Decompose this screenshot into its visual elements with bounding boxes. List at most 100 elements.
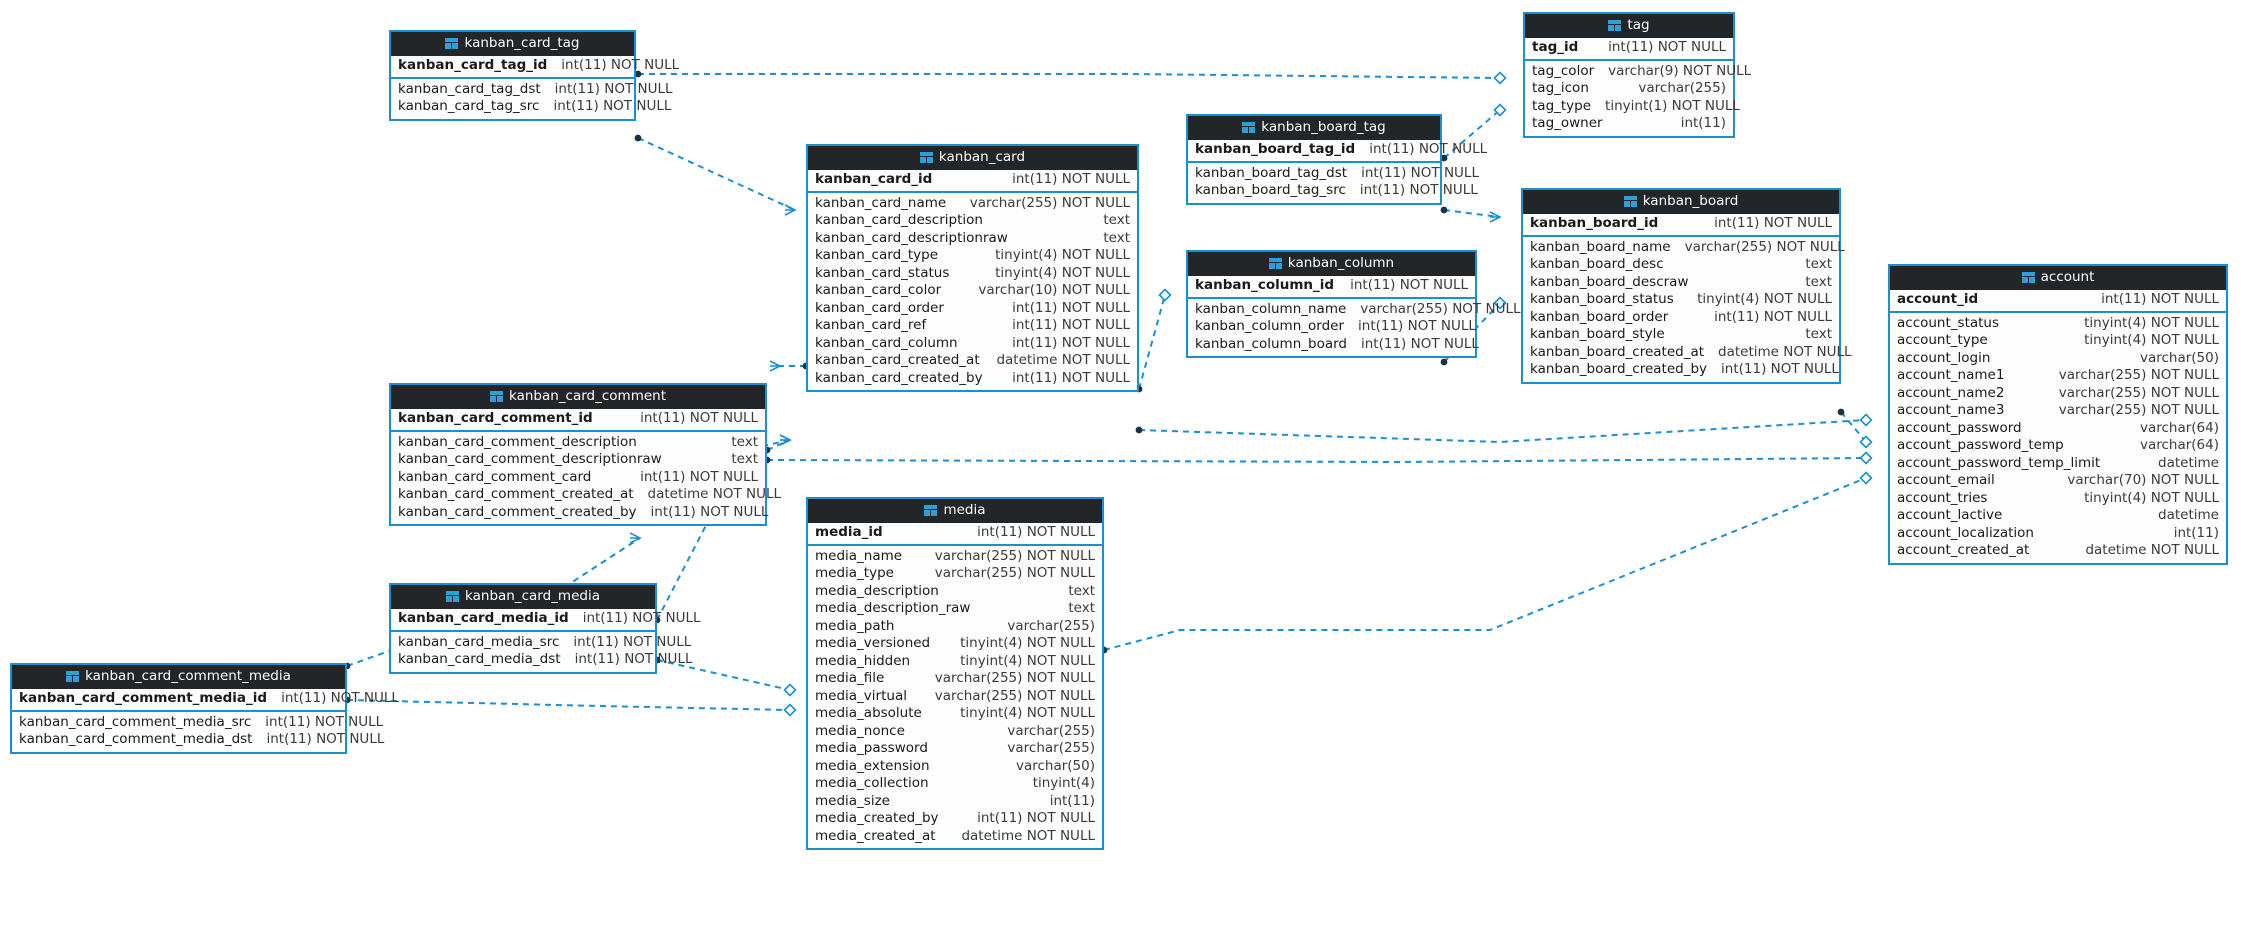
relationship-edge [769,360,810,372]
field-type: int(11) NOT NULL [266,731,385,747]
field-name: kanban_board_created_at [1530,343,1705,360]
edge-target-diamond [1493,71,1507,85]
relationship-edge [763,451,1873,465]
field-name: account_localization [1897,524,2034,541]
field-type: varchar(255) NOT NULL [2058,367,2219,383]
primary-key-type: int(11) NOT NULL [561,57,680,73]
